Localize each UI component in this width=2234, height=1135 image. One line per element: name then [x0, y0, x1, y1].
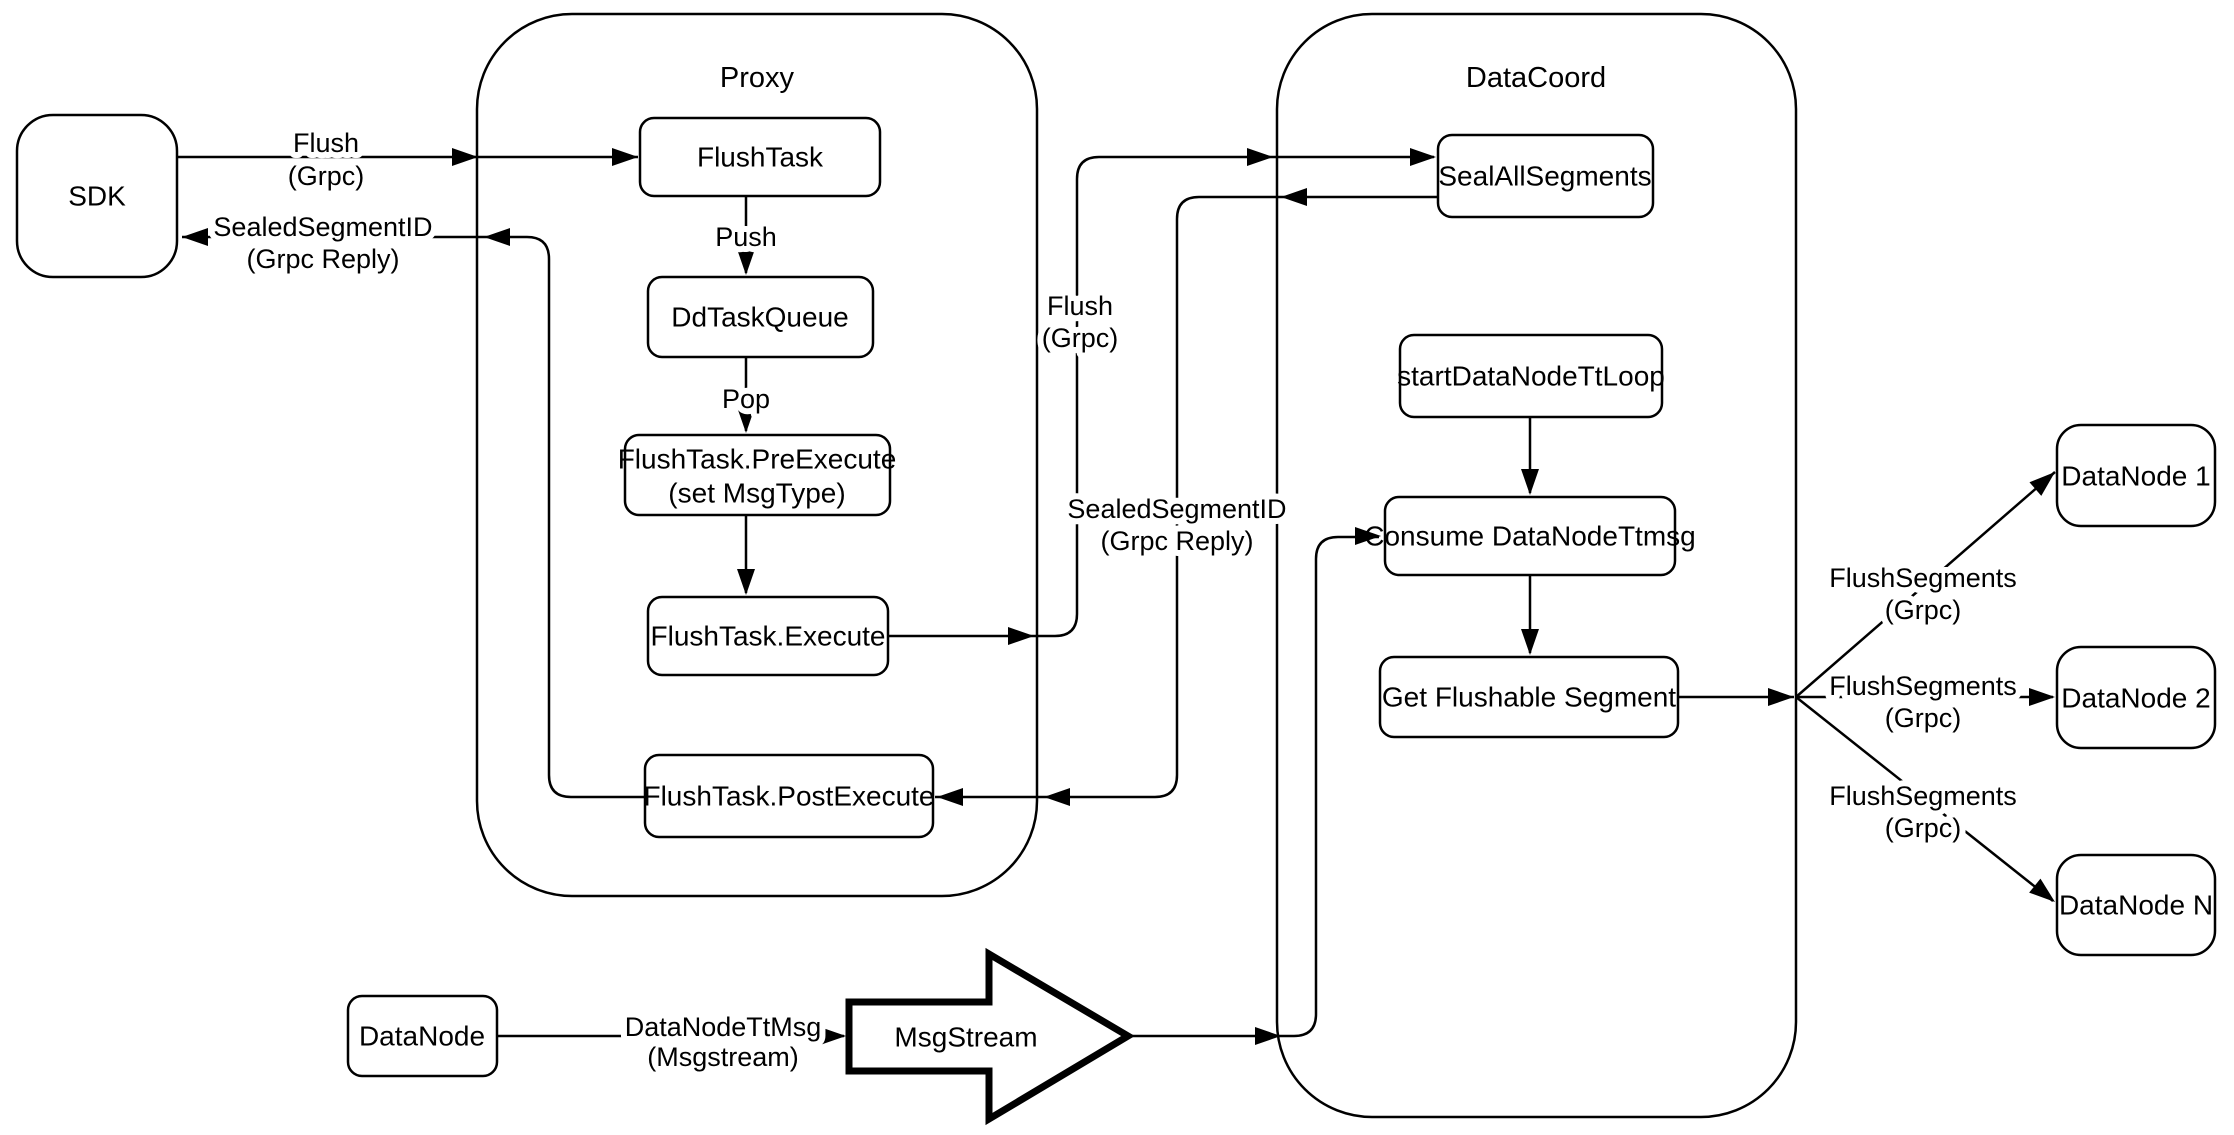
edge-sealedsegmentid-postexecute-to-sdk: [182, 235, 645, 799]
node-sdk: [15, 113, 179, 279]
arrowhead: [1521, 469, 1539, 495]
node-flushtask: [638, 116, 882, 198]
node-sdk-label: SDK: [68, 181, 126, 212]
edge-msgstream-to-consume: [1128, 535, 1379, 1038]
arrowhead: [2029, 472, 2055, 496]
arrowhead: [1410, 148, 1436, 166]
node-get-flushable-segment-label: Get Flushable Segment: [1382, 682, 1676, 713]
edge-label-pop: Pop: [722, 384, 770, 414]
node-datanode-bottom-label: DataNode: [359, 1021, 485, 1052]
arrowhead: [1247, 148, 1273, 166]
edge-label-sealed-datacoord-line1: SealedSegmentID: [1067, 494, 1286, 524]
arrowhead: [1355, 527, 1381, 545]
node-ddtaskqueue-label: DdTaskQueue: [671, 302, 848, 333]
arrowhead: [937, 788, 963, 806]
arrowhead: [1255, 1027, 1281, 1045]
node-datanode-n: [2055, 853, 2217, 957]
arrowhead: [612, 148, 638, 166]
edge-label-flush-datacoord-line1: Flush: [1047, 291, 1113, 321]
arrowhead: [484, 228, 510, 246]
node-datanoden-label: DataNode N: [2059, 890, 2213, 921]
arrowhead: [1768, 688, 1794, 706]
node-ddtaskqueue: [646, 275, 875, 359]
edge-label-flushsegments3-line2: (Grpc): [1885, 813, 1962, 843]
node-consume-datanodettmsg-label: Consume DataNodeTtmsg: [1364, 521, 1695, 552]
arrowhead: [182, 228, 208, 246]
arrowhead: [1044, 788, 1070, 806]
node-consume-datanodettmsg: [1383, 495, 1677, 577]
edge-label-sealed-sdk-line2: (Grpc Reply): [246, 244, 399, 274]
edge-label-flush-sdk-line1: Flush: [293, 128, 359, 158]
node-flushtask-postexecute: [643, 753, 935, 839]
arrowhead: [1281, 188, 1307, 206]
node-get-flushable-segment: [1378, 655, 1680, 739]
edge-sealallsegments-to-postexecute: [935, 195, 1438, 799]
node-datanode-bottom: [346, 994, 499, 1078]
node-startdatanodettloop: [1398, 333, 1664, 419]
proxy-title: Proxy: [720, 62, 795, 94]
edge-label-sealed-sdk-line1: SealedSegmentID: [213, 212, 432, 242]
edge-label-flush-sdk-line2: (Grpc): [288, 161, 365, 191]
edge-label-flushsegments1-line2: (Grpc): [1885, 595, 1962, 625]
arrowhead: [2029, 878, 2055, 902]
arrowhead: [1521, 629, 1539, 655]
node-datanode-2: [2055, 645, 2217, 750]
msgstream-block-arrow: [845, 947, 1135, 1126]
edge-fanout-to-datanode1: [1795, 471, 2056, 698]
edge-label-push: Push: [715, 222, 777, 252]
edge-label-flushsegments3-line1: FlushSegments: [1829, 781, 2017, 811]
node-postexecute-label: FlushTask.PostExecute: [643, 781, 934, 812]
edge-label-datanodettmsg-line1: DataNodeTtMsg: [625, 1012, 822, 1042]
edge-label-flushsegments2-line1: FlushSegments: [1829, 671, 2017, 701]
node-datanode-1: [2055, 423, 2217, 528]
node-flushtask-preexecute: [623, 433, 892, 517]
edge-label-datanodettmsg-line2: (Msgstream): [647, 1042, 799, 1072]
edge-label-sealed-datacoord-line2: (Grpc Reply): [1100, 526, 1253, 556]
node-flushtask-label: FlushTask: [697, 142, 824, 173]
node-flushtask-execute: [646, 595, 890, 677]
arrowheads: [182, 148, 2055, 1045]
edge-label-flushsegments2-line2: (Grpc): [1885, 703, 1962, 733]
arrowhead: [1008, 627, 1034, 645]
arrowhead: [2029, 688, 2055, 706]
arrowhead: [737, 249, 755, 275]
node-preexecute-label-line1: FlushTask.PreExecute: [618, 444, 897, 475]
edge-fanout-to-datanoden: [1795, 696, 2054, 902]
node-preexecute-label-line2: (set MsgType): [668, 478, 845, 509]
arrowhead: [737, 569, 755, 595]
edge-execute-to-sealallsegments: [888, 155, 1434, 638]
node-startdatanodettloop-label: startDataNodeTtLoop: [1397, 361, 1665, 392]
arrowhead: [820, 1027, 846, 1045]
node-sealallsegments: [1436, 133, 1655, 219]
node-sealallsegments-label: SealAllSegments: [1438, 161, 1651, 192]
arrowhead: [737, 407, 755, 433]
datacoord-title: DataCoord: [1466, 62, 1606, 94]
msgstream-label: MsgStream: [894, 1022, 1037, 1053]
node-datanode2-label: DataNode 2: [2061, 683, 2210, 714]
node-datanode1-label: DataNode 1: [2061, 461, 2210, 492]
edge-label-flush-datacoord-line2: (Grpc): [1042, 323, 1119, 353]
node-execute-label: FlushTask.Execute: [651, 621, 886, 652]
edge-label-flushsegments1-line1: FlushSegments: [1829, 563, 2017, 593]
arrowhead: [452, 148, 478, 166]
